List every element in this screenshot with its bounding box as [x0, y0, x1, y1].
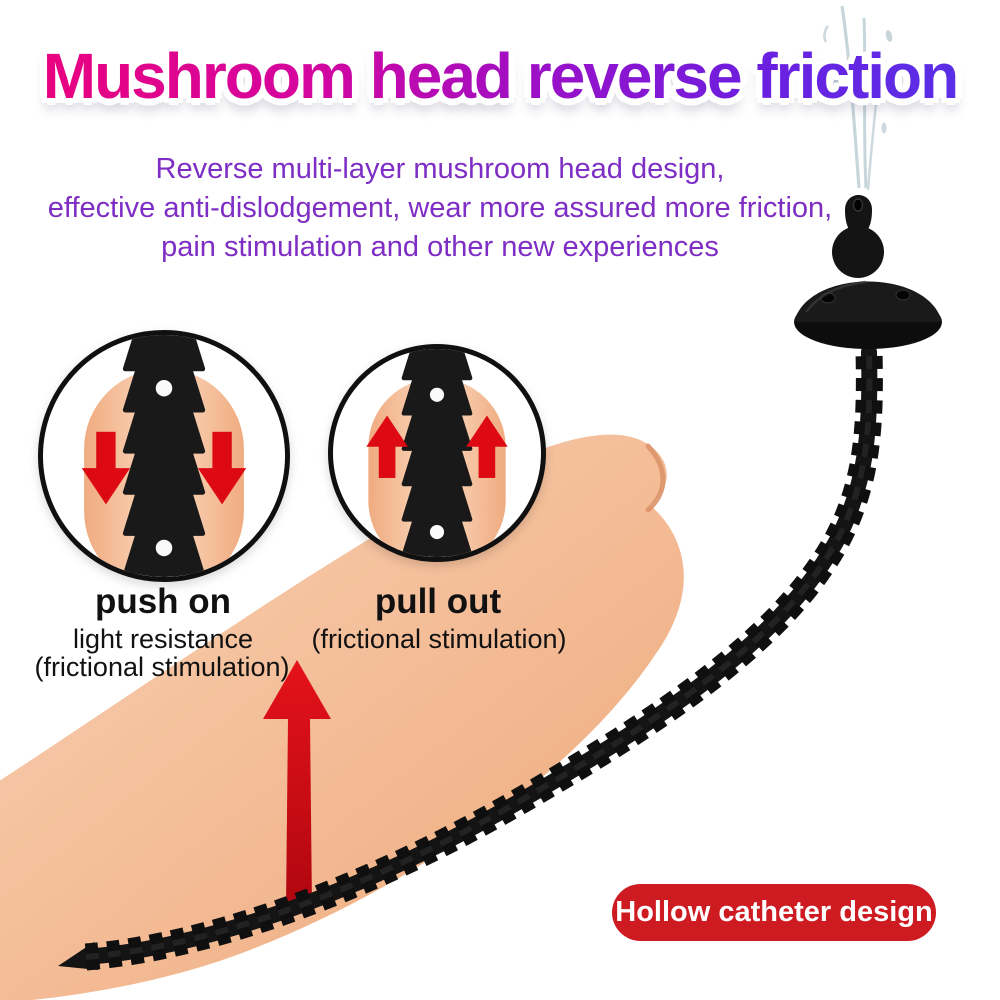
bead-shaft-icon — [401, 349, 473, 557]
subtitle-line-3: pain stimulation and other new experienc… — [161, 230, 719, 263]
water-spray-icon — [823, 5, 893, 191]
bead-hole — [429, 524, 445, 540]
pull-out-sublabel: (frictional stimulation) — [311, 624, 567, 654]
down-arrow-icon — [81, 431, 247, 505]
bead-hole — [155, 539, 173, 557]
push-on-label: push on — [94, 582, 232, 621]
page-title: Mushroom head reverse friction Mushroom … — [0, 30, 1000, 122]
page-title-outline: Mushroom head reverse friction — [43, 39, 959, 113]
subtitle: Reverse multi-layer mushroom head design… — [0, 150, 880, 267]
subtitle-line-2: effective anti-dislodgement, wear more a… — [47, 191, 833, 224]
pull-out-label: pull out — [374, 582, 502, 621]
push-on-sublabel-2: (frictional stimulation) — [34, 652, 290, 682]
up-arrow-icon — [366, 415, 508, 478]
skin-background — [0, 434, 684, 1000]
subtitle-line-1: Reverse multi-layer mushroom head design… — [155, 153, 725, 185]
pointer-up-arrow-icon — [263, 660, 331, 908]
mushroom-head-icon — [794, 195, 942, 349]
hollow-catheter-badge: Hollow catheter design — [612, 884, 936, 941]
page-title-text: Mushroom head reverse friction — [42, 40, 959, 112]
bead-hole — [155, 380, 173, 397]
bead-shaft-icon — [122, 335, 206, 577]
pull-out-callout — [328, 344, 546, 562]
catheter-shaft — [58, 344, 883, 971]
pull-out-detail — [366, 349, 508, 557]
bead-hole — [429, 387, 445, 402]
push-on-sublabel-1: light resistance — [72, 624, 254, 654]
push-on-detail — [81, 335, 247, 577]
push-on-callout — [38, 330, 290, 582]
